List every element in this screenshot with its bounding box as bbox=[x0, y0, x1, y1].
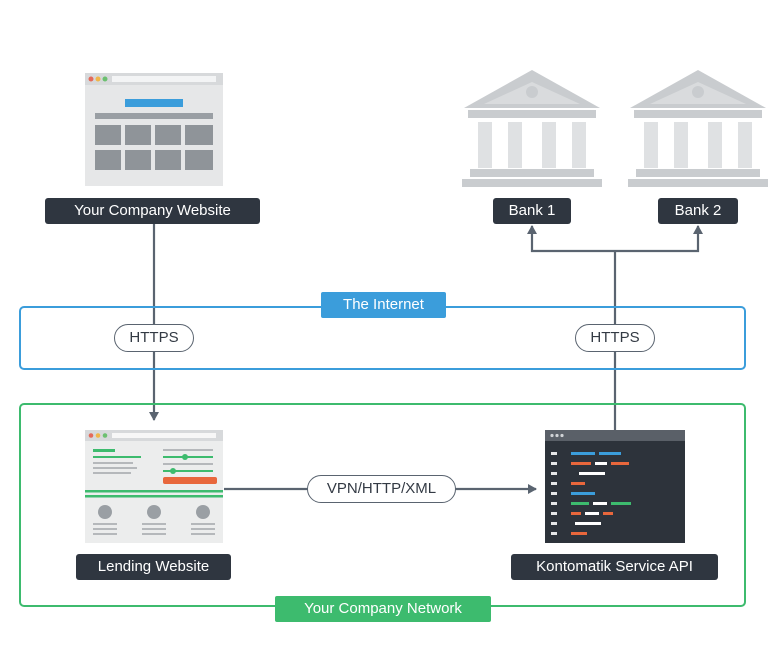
https-right-pill: HTTPS bbox=[575, 324, 655, 352]
internet-zone-label: The Internet bbox=[321, 292, 446, 318]
bank1-label: Bank 1 bbox=[493, 198, 571, 224]
service-api-label: Kontomatik Service API bbox=[511, 554, 718, 580]
link-to-bank2 bbox=[615, 225, 703, 253]
bank-building-icon bbox=[462, 70, 602, 187]
link-to-bank1 bbox=[527, 225, 615, 253]
code-terminal-icon bbox=[545, 430, 685, 543]
https-left-pill: HTTPS bbox=[114, 324, 194, 352]
company-website-label: Your Company Website bbox=[45, 198, 260, 224]
lending-page-icon bbox=[85, 430, 223, 543]
browser-window-icon bbox=[85, 73, 223, 186]
vpn-http-xml-pill: VPN/HTTP/XML bbox=[307, 475, 456, 503]
bank-building-icon bbox=[628, 70, 768, 187]
company-network-zone-label: Your Company Network bbox=[275, 596, 491, 622]
lending-website-label: Lending Website bbox=[76, 554, 231, 580]
bank2-label: Bank 2 bbox=[658, 198, 738, 224]
